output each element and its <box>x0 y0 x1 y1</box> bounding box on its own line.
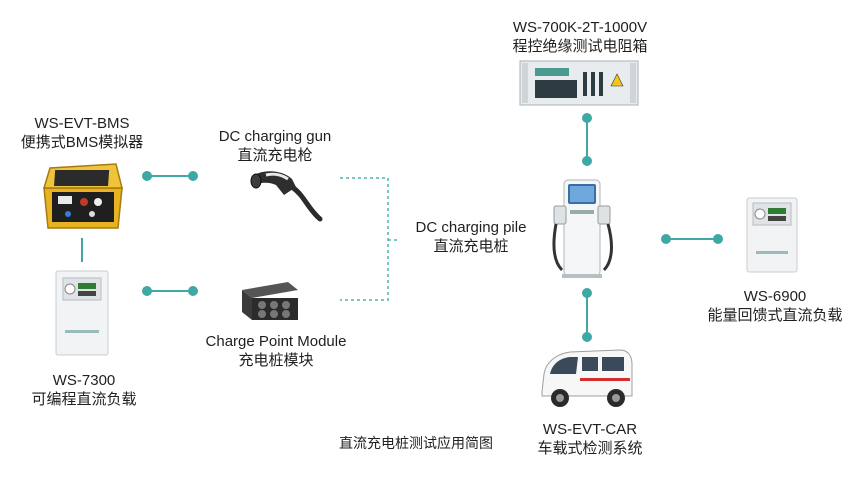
pile-label: DC charging pile 直流充电桩 <box>398 218 544 256</box>
load-7300-name: 可编程直流负载 <box>31 391 137 408</box>
ws-7300-load-device <box>55 270 109 361</box>
link-resistor-pile <box>582 113 592 166</box>
module-name: 充电桩模块 <box>238 352 314 369</box>
car-model: WS-EVT-CAR <box>542 421 638 438</box>
link-pile-6900 <box>661 234 723 244</box>
ws-6900-load-device <box>746 197 798 278</box>
resistor-box-model: WS-700K-2T-1000V <box>512 19 648 36</box>
resistor-box-label: WS-700K-2T-1000V 程控绝缘测试电阻箱 <box>500 18 660 56</box>
bms-model: WS-EVT-BMS <box>34 115 130 132</box>
resistor-box-device <box>519 60 639 111</box>
gun-model: DC charging gun <box>218 128 332 145</box>
resistor-box-name: 程控绝缘测试电阻箱 <box>512 38 648 55</box>
dashed-bus <box>340 177 400 301</box>
gun-label: DC charging gun 直流充电枪 <box>200 127 350 165</box>
link-pile-car <box>582 288 592 342</box>
test-vehicle-device <box>536 348 636 415</box>
load-7300-label: WS-7300 可编程直流负载 <box>14 371 154 409</box>
load-6900-model: WS-6900 <box>743 288 807 305</box>
load-7300-model: WS-7300 <box>52 372 116 389</box>
bms-name: 便携式BMS模拟器 <box>20 134 144 151</box>
link-bms-gun <box>142 171 198 181</box>
module-model: Charge Point Module <box>205 333 347 350</box>
pile-name: 直流充电桩 <box>433 238 509 255</box>
link-7300-module <box>142 286 198 296</box>
dc-charging-gun-device <box>246 165 326 228</box>
load-6900-name: 能量回馈式直流负载 <box>707 307 843 324</box>
load-6900-label: WS-6900 能量回馈式直流负载 <box>700 287 850 325</box>
bms-simulator-device <box>38 158 128 241</box>
bms-label: WS-EVT-BMS 便携式BMS模拟器 <box>12 114 152 152</box>
dc-charging-pile-device <box>550 176 622 285</box>
car-label: WS-EVT-CAR 车载式检测系统 <box>520 420 660 458</box>
pile-model: DC charging pile <box>415 219 527 236</box>
charge-point-module-device <box>238 280 300 327</box>
module-label: Charge Point Module 充电桩模块 <box>188 332 364 370</box>
gun-name: 直流充电枪 <box>237 147 313 164</box>
car-name: 车载式检测系统 <box>537 440 643 457</box>
diagram-caption: 直流充电桩测试应用简图 <box>339 435 493 451</box>
